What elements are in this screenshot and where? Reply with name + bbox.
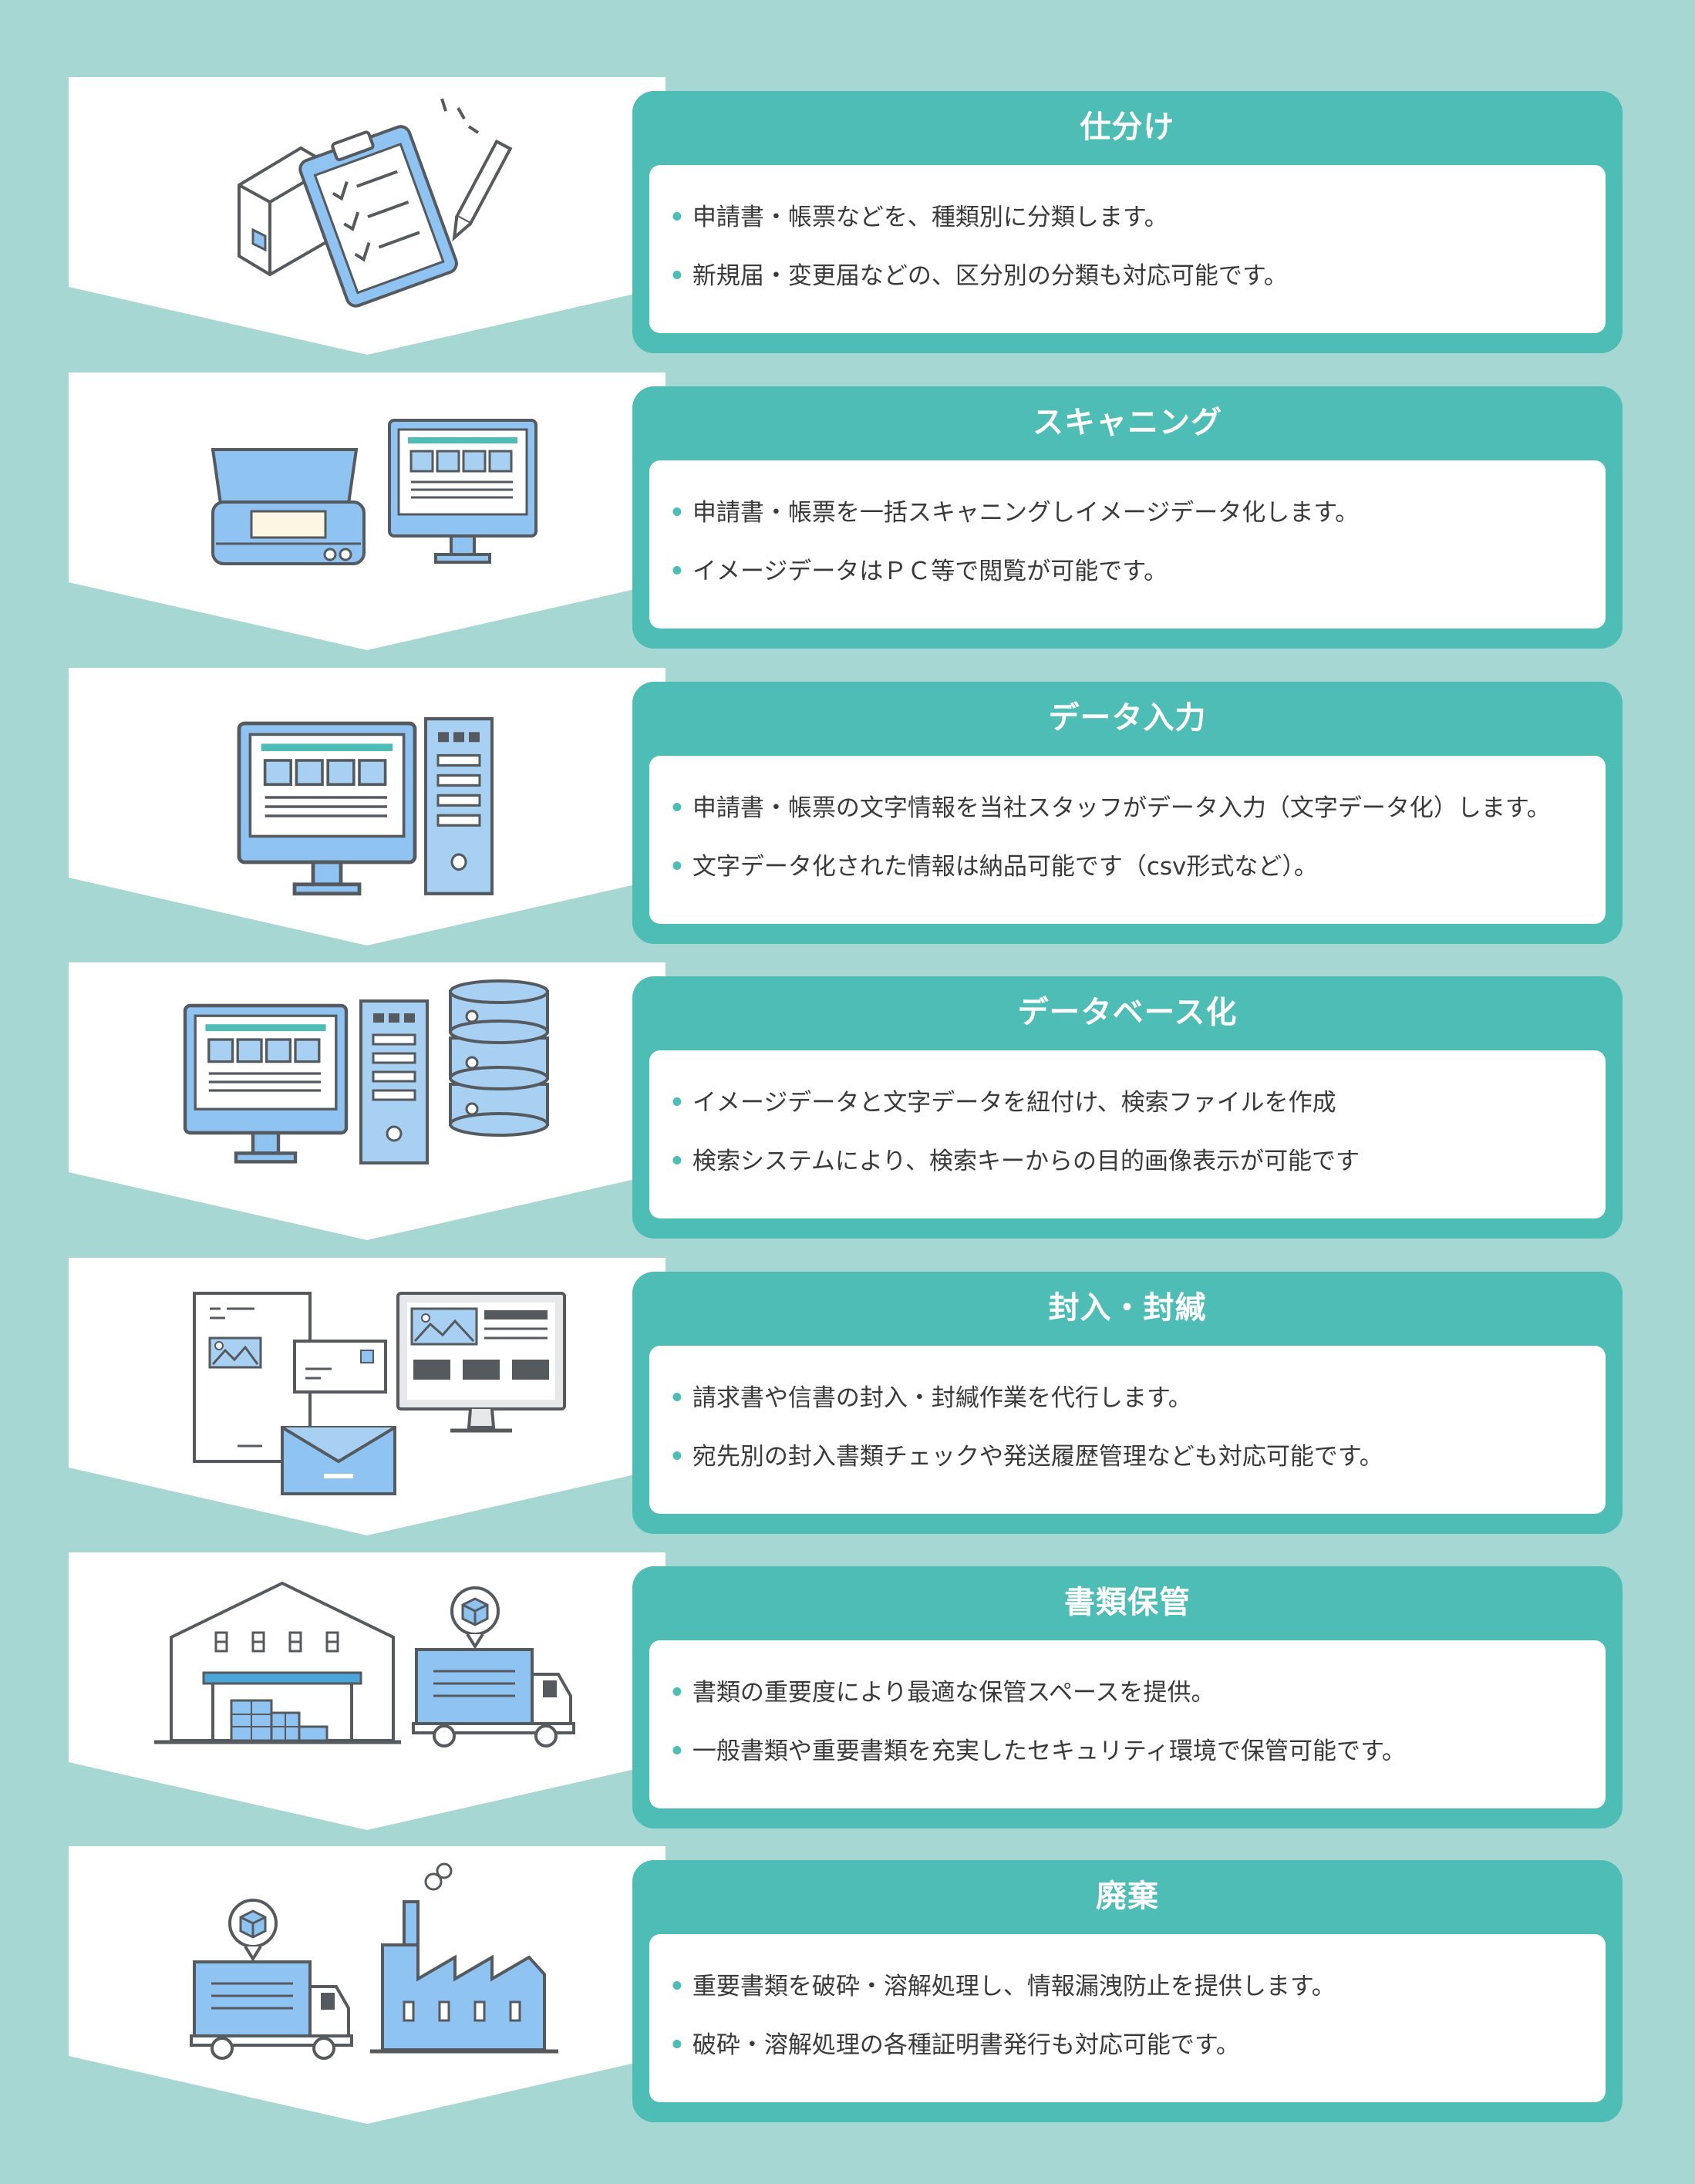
truck-factory-icon [190,1862,558,2060]
computer-tower-icon [139,676,617,907]
step-list-item: •申請書・帳票を一括スキャニングしイメージデータ化します。 [669,497,1359,528]
scanner-monitor-icon [211,419,537,565]
step-card: 仕分け •申請書・帳票などを、種類別に分類します。 •新規届・変更届などの、区分… [632,91,1623,353]
bullet-icon: • [669,794,685,822]
step-item-text: イメージデータはＰＣ等で閲覧が可能です。 [692,558,1168,585]
step-card: 廃棄 •重要書類を破砕・溶解処理し、情報漏洩防止を提供します。 •破砕・溶解処理… [632,1860,1623,2122]
step-storage: 書類保管 •書類の重要度により最適な保管スペースを提供。 •一般書類や重要書類を… [0,1552,1695,1838]
step-item-text: 文字データ化された情報は納品可能です（csv形式など）。 [692,853,1318,881]
bullet-icon: • [669,262,685,290]
warehouse-truck-icon [154,1581,575,1748]
bullet-icon: • [669,1148,685,1175]
step-list-item: •文字データ化された情報は納品可能です（csv形式など）。 [669,851,1318,882]
step-description-panel: •申請書・帳票を一括スキャニングしイメージデータ化します。 •イメージデータはＰ… [649,460,1606,629]
step-item-text: 宛先別の封入書類チェックや発送履歴管理なども対応可能です。 [692,1443,1383,1471]
step-title: 書類保管 [1064,1585,1191,1620]
step-list-item: •新規届・変更届などの、区分別の分類も対応可能です。 [669,261,1288,292]
step-card: データ入力 •申請書・帳票の文字情報を当社スタッフがデータ入力（文字データ化）し… [632,682,1623,944]
step-database: データベース化 •イメージデータと文字データを紐付け、検索ファイルを作成 •検索… [0,962,1695,1248]
step-item-text: 重要書類を破砕・溶解処理し、情報漏洩防止を提供します。 [692,1973,1336,2000]
step-item-text: 申請書・帳票などを、種類別に分類します。 [692,204,1168,231]
step-list-item: •宛先別の封入書類チェックや発送履歴管理なども対応可能です。 [669,1441,1383,1472]
step-list-item: • 重要書類を破砕・溶解処理し、情報漏洩防止を提供します。 [669,1971,1336,2002]
step-title: データ入力 [1048,700,1207,736]
step-enclosing: 封入・封緘 •請求書や信書の封入・封緘作業を代行します。 •宛先別の封入書類チェ… [0,1258,1695,1543]
bullet-icon: • [669,1679,685,1707]
envelope-documents-icon [193,1292,566,1495]
step-item-text: 破砕・溶解処理の各種証明書発行も対応可能です。 [692,2031,1240,2059]
step-list-item: • 申請書・帳票などを、種類別に分類します。 [669,202,1168,233]
step-title: スキャニング [1033,405,1222,440]
step-list-item: •申請書・帳票の文字情報を当社スタッフがデータ入力（文字データ化）します。 [669,793,1551,824]
step-list-item: •書類の重要度により最適な保管スペースを提供。 [669,1677,1215,1708]
step-item-text: 新規届・変更届などの、区分別の分類も対応可能です。 [692,262,1288,290]
bullet-icon: • [669,2031,685,2059]
step-list-item: • 検索システムにより、検索キーからの目的画像表示が可能です [669,1146,1360,1177]
step-item-text: 請求書や信書の封入・封緘作業を代行します。 [692,1384,1192,1412]
bullet-icon: • [669,204,685,231]
step-disposal: 廃棄 •重要書類を破砕・溶解処理し、情報漏洩防止を提供します。 •破砕・溶解処理… [0,1846,1695,2132]
step-item-text: 申請書・帳票の文字情報を当社スタッフがデータ入力（文字データ化）します。 [692,794,1551,822]
bullet-icon: • [669,1384,685,1412]
bullet-icon: • [669,499,685,527]
step-data-entry: データ入力 •申請書・帳票の文字情報を当社スタッフがデータ入力（文字データ化）し… [0,668,1695,953]
step-sorting: 仕分け •申請書・帳票などを、種類別に分類します。 •新規届・変更届などの、区分… [0,77,1695,362]
step-list-item: •一般書類や重要書類を充実したセキュリティ環境で保管可能です。 [669,1736,1406,1767]
step-title: 封入・封緘 [1048,1290,1207,1326]
bullet-icon: • [669,558,685,585]
step-list-item: •イメージデータと文字データを紐付け、検索ファイルを作成 [669,1087,1336,1118]
step-card: データベース化 •イメージデータと文字データを紐付け、検索ファイルを作成 •検索… [632,976,1623,1239]
bullet-icon: • [669,1089,685,1117]
database-icon [139,979,549,1164]
step-title: 廃棄 [1096,1879,1159,1914]
bullet-icon: • [669,1443,685,1471]
bullet-icon: • [669,853,685,881]
box-clipboard-icon [238,98,513,308]
bullet-icon: • [669,1737,685,1765]
step-list-item: •破砕・溶解処理の各種証明書発行も対応可能です。 [669,2030,1240,2061]
step-list-item: • イメージデータはＰＣ等で閲覧が可能です。 [669,556,1168,587]
step-card: スキャニング •申請書・帳票を一括スキャニングしイメージデータ化します。 •イメ… [632,386,1623,649]
step-card: 書類保管 •書類の重要度により最適な保管スペースを提供。 •一般書類や重要書類を… [632,1566,1623,1828]
step-card: 封入・封緘 •請求書や信書の封入・封緘作業を代行します。 •宛先別の封入書類チェ… [632,1272,1623,1534]
step-title: 仕分け [1080,110,1175,145]
step-description-panel: •申請書・帳票の文字情報を当社スタッフがデータ入力（文字データ化）します。 •文… [649,756,1606,924]
step-item-text: 検索システムにより、検索キーからの目的画像表示が可能です [692,1148,1360,1175]
step-list-item: •請求書や信書の封入・封緘作業を代行します。 [669,1383,1192,1414]
step-item-text: イメージデータと文字データを紐付け、検索ファイルを作成 [692,1089,1336,1117]
step-item-text: 申請書・帳票を一括スキャニングしイメージデータ化します。 [692,499,1360,527]
step-description-panel: •書類の重要度により最適な保管スペースを提供。 •一般書類や重要書類を充実したセ… [649,1640,1606,1808]
step-item-text: 一般書類や重要書類を充実したセキュリティ環境で保管可能です。 [692,1737,1406,1765]
bullet-icon: • [669,1973,685,2000]
step-title: データベース化 [1017,995,1238,1030]
step-item-text: 書類の重要度により最適な保管スペースを提供。 [692,1679,1215,1707]
step-scanning: スキャニング •申請書・帳票を一括スキャニングしイメージデータ化します。 •イメ… [0,372,1695,658]
step-description-panel: •請求書や信書の封入・封緘作業を代行します。 •宛先別の封入書類チェックや発送履… [649,1346,1606,1514]
step-description-panel: •イメージデータと文字データを紐付け、検索ファイルを作成 •検索システムにより、… [649,1050,1606,1218]
step-description-panel: •重要書類を破砕・溶解処理し、情報漏洩防止を提供します。 •破砕・溶解処理の各種… [649,1934,1606,2102]
step-description-panel: •申請書・帳票などを、種類別に分類します。 •新規届・変更届などの、区分別の分類… [649,165,1606,333]
